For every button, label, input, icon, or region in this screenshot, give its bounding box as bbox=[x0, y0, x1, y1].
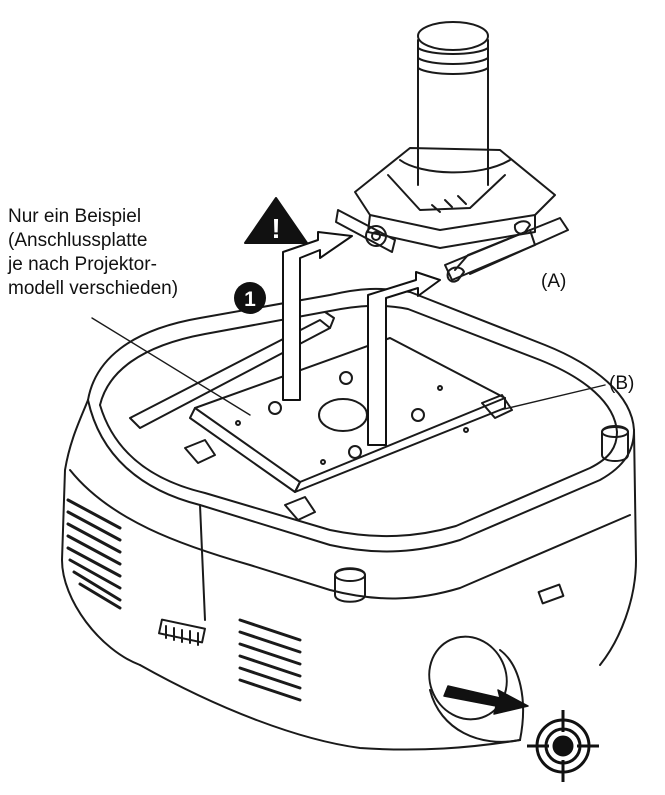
step-number-icon: 1 bbox=[234, 282, 266, 314]
example-note-line-2: (Anschlussplatte bbox=[8, 230, 148, 251]
label-a: (A) bbox=[541, 271, 567, 292]
projector-foot-right bbox=[601, 425, 629, 462]
front-vents bbox=[238, 618, 302, 702]
projector-foot-front-left bbox=[334, 567, 366, 603]
lens-direction-arrow bbox=[443, 685, 529, 715]
label-b: (B) bbox=[609, 373, 635, 394]
front-connector bbox=[158, 618, 206, 644]
projector-lens bbox=[428, 635, 525, 743]
side-vents bbox=[66, 498, 122, 610]
example-note-line-4: modell verschieden) bbox=[8, 278, 179, 299]
target-icon bbox=[527, 710, 599, 782]
arrow-icon bbox=[282, 231, 441, 446]
leader-lines bbox=[91, 317, 606, 416]
svg-text:!: ! bbox=[271, 213, 280, 244]
adapter-plate bbox=[184, 337, 513, 521]
example-note-line-3: je nach Projektor- bbox=[8, 254, 157, 275]
ceiling-mount bbox=[335, 21, 569, 283]
warning-icon: ! bbox=[244, 197, 308, 244]
top-rail bbox=[129, 311, 335, 429]
example-note-line-1: Nur ein Beispiel bbox=[8, 206, 142, 227]
svg-text:1: 1 bbox=[244, 288, 256, 311]
projector-body bbox=[61, 287, 637, 751]
example-note: Nur ein Beispiel (Anschlussplatte je nac… bbox=[8, 205, 178, 301]
